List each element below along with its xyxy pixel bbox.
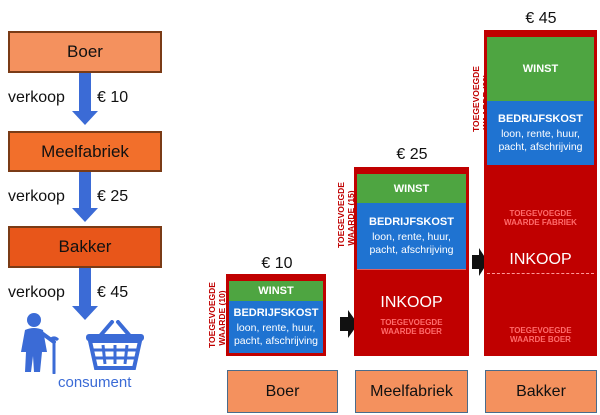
bedrijfskost-segment: BEDRIJFSKOST loon, rente, huur, pacht, a… xyxy=(487,101,594,165)
step-price: € 25 xyxy=(97,188,129,205)
added-value-text: TOEGEVOEGDE WAARDE (10) xyxy=(207,282,227,348)
note-boer: TOEGEVOEGDE WAARDE BOER xyxy=(509,326,572,344)
bedrijfskost-sub: loon, rente, huur, pacht, afschrijving xyxy=(498,127,583,153)
winst-label: WINST xyxy=(522,63,559,75)
step-price: € 10 xyxy=(97,89,129,106)
arrow-down-icon xyxy=(79,73,91,113)
winst-segment: WINST xyxy=(229,281,323,301)
step-label: verkoop xyxy=(8,188,65,205)
bar-price: € 45 xyxy=(525,10,557,27)
consumer-label: consument xyxy=(58,374,132,391)
bar-boer: WINST BEDRIJFSKOST loon, rente, huur, pa… xyxy=(226,274,326,356)
bottom-label-boer: Boer xyxy=(227,370,338,413)
bedrijfskost-title: BEDRIJFSKOST xyxy=(233,306,319,319)
added-value-label: TOEGEVOEGDE WAARDE (10) xyxy=(207,277,227,359)
bedrijfskost-sub: loon, rente, huur, pacht, afschrijving xyxy=(369,230,454,256)
chain-box-meelfabriek: Meelfabriek xyxy=(8,131,162,172)
winst-label: WINST xyxy=(258,285,294,297)
winst-segment: WINST xyxy=(357,174,466,203)
bedrijfskost-segment: BEDRIJFSKOST loon, rente, huur, pacht, a… xyxy=(357,203,466,269)
step-price: € 45 xyxy=(97,284,129,301)
bedrijfskost-segment: BEDRIJFSKOST loon, rente, huur, pacht, a… xyxy=(229,301,323,353)
chain-box-label: Meelfabriek xyxy=(41,141,129,161)
arrow-head-icon xyxy=(72,306,98,320)
inkoop-label: INKOOP xyxy=(380,293,443,311)
chain-box-label: Boer xyxy=(67,42,103,61)
inkoop-label: INKOOP xyxy=(509,251,572,268)
arrow-head-icon xyxy=(72,208,98,222)
arrow-down-icon xyxy=(79,172,91,210)
bottom-label-text: Meelfabriek xyxy=(370,382,453,400)
bar-price: € 25 xyxy=(396,146,428,163)
bottom-label-text: Boer xyxy=(265,382,300,400)
bottom-label-bakker: Bakker xyxy=(485,370,597,413)
bottom-label-meelfabriek: Meelfabriek xyxy=(355,370,468,413)
chain-box-bakker: Bakker xyxy=(8,226,162,268)
chain-box-label: Bakker xyxy=(58,237,112,256)
bottom-label-text: Bakker xyxy=(516,382,566,400)
bedrijfskost-title: BEDRIJFSKOST xyxy=(369,215,454,228)
bar-bakker: WINST BEDRIJFSKOST loon, rente, huur, pa… xyxy=(484,30,597,356)
elderly-person-icon xyxy=(21,313,60,374)
arrow-right-icon xyxy=(472,248,488,276)
bedrijfskost-title: BEDRIJFSKOST xyxy=(498,112,583,125)
winst-label: WINST xyxy=(393,182,430,195)
arrow-right-icon xyxy=(340,310,358,338)
added-value-label: TOEGEVOEGDE WAARDE (15) xyxy=(336,175,356,261)
dashed-divider xyxy=(487,273,594,274)
inkoop-segment: INKOOP TOEGEVOEGDE WAARDE BOER xyxy=(357,269,466,353)
bar-meelfabriek: WINST BEDRIJFSKOST loon, rente, huur, pa… xyxy=(354,167,469,356)
chain-box-boer: Boer xyxy=(8,31,162,73)
added-value-text: TOEGEVOEGDE WAARDE (15) xyxy=(336,182,356,248)
winst-segment: WINST xyxy=(487,37,594,101)
bedrijfskost-sub: loon, rente, huur, pacht, afschrijving xyxy=(233,321,319,347)
step-label: verkoop xyxy=(8,284,65,301)
arrow-head-icon xyxy=(72,111,98,125)
step-label: verkoop xyxy=(8,89,65,106)
bar-price: € 10 xyxy=(261,255,293,272)
arrow-down-icon xyxy=(79,268,91,308)
shopping-basket-icon xyxy=(86,320,144,370)
note-fabriek: TOEGEVOEGDE WAARDE FABRIEK xyxy=(504,209,577,227)
inkoop-segment: TOEGEVOEGDE WAARDE FABRIEK INKOOP TOEGEV… xyxy=(487,165,594,353)
inkoop-note: TOEGEVOEGDE WAARDE BOER xyxy=(380,317,443,336)
